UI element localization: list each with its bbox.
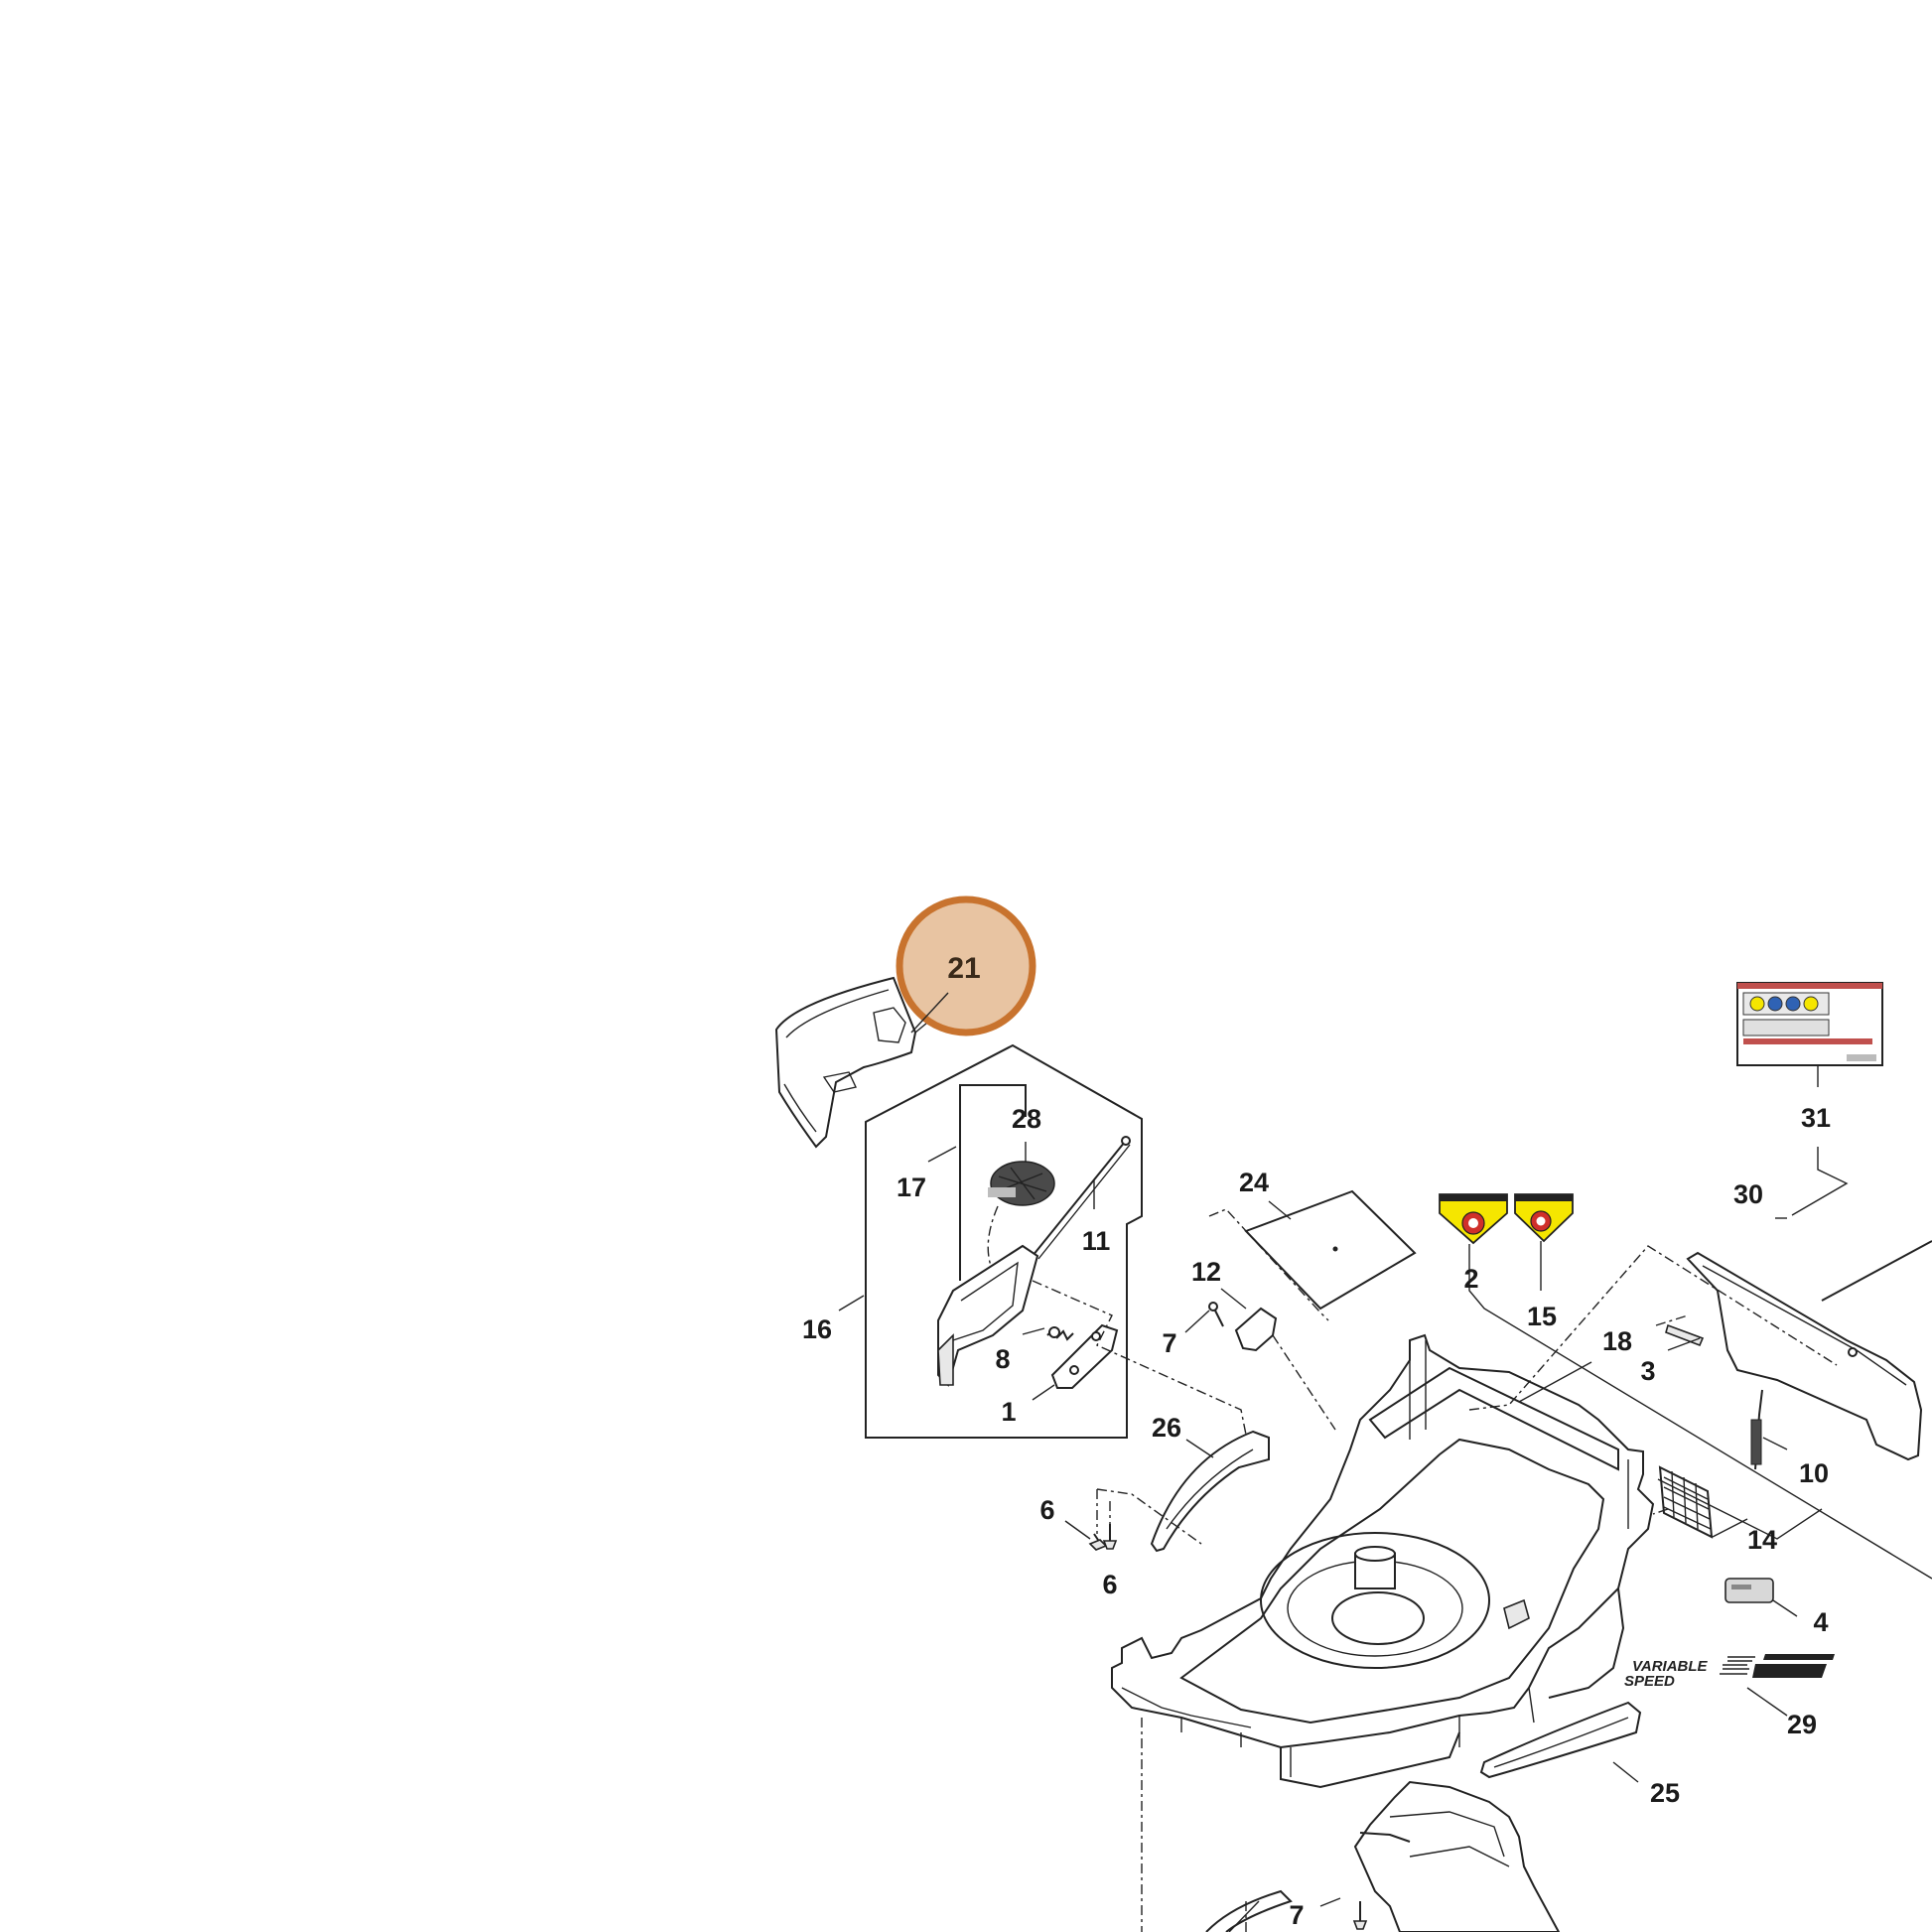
part-6-screw-b[interactable] xyxy=(1102,1524,1118,1550)
label-6-a: 6 xyxy=(1039,1495,1054,1525)
label-18: 18 xyxy=(1602,1326,1632,1356)
label-8: 8 xyxy=(995,1344,1010,1374)
label-7-lower: 7 xyxy=(1289,1900,1304,1930)
part-1-bracket[interactable] xyxy=(1050,1323,1119,1389)
label-6-b: 6 xyxy=(1102,1570,1117,1599)
label-4: 4 xyxy=(1813,1607,1828,1637)
highlight-callout-21[interactable]: 21 xyxy=(896,896,1036,1036)
label-24: 24 xyxy=(1239,1168,1269,1197)
part-29-decal[interactable]: VARIABLE SPEED xyxy=(1624,1653,1835,1690)
label-11: 11 xyxy=(1082,1226,1111,1256)
label-16: 16 xyxy=(802,1314,832,1344)
part-21-deflector[interactable] xyxy=(774,976,917,1149)
label-10: 10 xyxy=(1799,1458,1829,1488)
mower-deck[interactable] xyxy=(1111,1333,1655,1789)
label-26: 26 xyxy=(1152,1413,1181,1443)
label-28: 28 xyxy=(1012,1104,1041,1134)
part-28-spring[interactable] xyxy=(988,1161,1055,1206)
label-7: 7 xyxy=(1162,1328,1176,1358)
part-7-screw-lower[interactable] xyxy=(1352,1901,1368,1930)
part-30-rear-flap[interactable] xyxy=(1686,1251,1923,1461)
leader-lines xyxy=(838,1007,1932,1932)
part-26-trim[interactable] xyxy=(1150,1430,1270,1553)
label-14: 14 xyxy=(1747,1525,1777,1555)
part-14-grille[interactable] xyxy=(1658,1465,1714,1539)
label-1: 1 xyxy=(1001,1397,1016,1427)
assembly-frame-17 xyxy=(959,1084,1027,1281)
part-4-plate[interactable] xyxy=(1725,1578,1774,1603)
label-12: 12 xyxy=(1191,1257,1221,1287)
part-12-clip[interactable] xyxy=(1234,1307,1278,1352)
label-17: 17 xyxy=(897,1173,926,1202)
part-15-warning-decal[interactable] xyxy=(1514,1193,1574,1243)
highlight-circle xyxy=(896,896,1036,1036)
lower-housing[interactable] xyxy=(1205,1780,1561,1932)
label-15: 15 xyxy=(1527,1302,1557,1331)
label-2: 2 xyxy=(1463,1264,1478,1294)
part-3-pin[interactable] xyxy=(1665,1323,1705,1347)
label-30: 30 xyxy=(1733,1179,1763,1209)
part-labels: 28 17 11 16 8 1 24 12 7 26 6 6 2 15 18 3… xyxy=(802,1103,1831,1930)
part-24-panel[interactable] xyxy=(1244,1189,1417,1311)
part-11-rod[interactable] xyxy=(1032,1136,1131,1260)
part-17-flap-cover[interactable] xyxy=(937,1244,1039,1387)
label-29: 29 xyxy=(1787,1710,1817,1739)
part-2-warning-decal[interactable] xyxy=(1439,1193,1508,1245)
label-21: 21 xyxy=(947,952,980,985)
part-31-label[interactable] xyxy=(1736,982,1883,1066)
label-3: 3 xyxy=(1640,1356,1655,1386)
part-7-screw[interactable] xyxy=(1208,1302,1224,1327)
label-31: 31 xyxy=(1801,1103,1831,1133)
part-25-front-trim[interactable] xyxy=(1479,1701,1642,1779)
label-25: 25 xyxy=(1650,1778,1680,1808)
decal-variable-text: VARIABLE xyxy=(1632,1658,1709,1675)
part-10-spring[interactable] xyxy=(1750,1389,1763,1470)
part-8-spring[interactable] xyxy=(1046,1326,1074,1341)
assembly-frame-16 xyxy=(865,1043,1143,1439)
decal-speed-text: SPEED xyxy=(1624,1673,1675,1690)
